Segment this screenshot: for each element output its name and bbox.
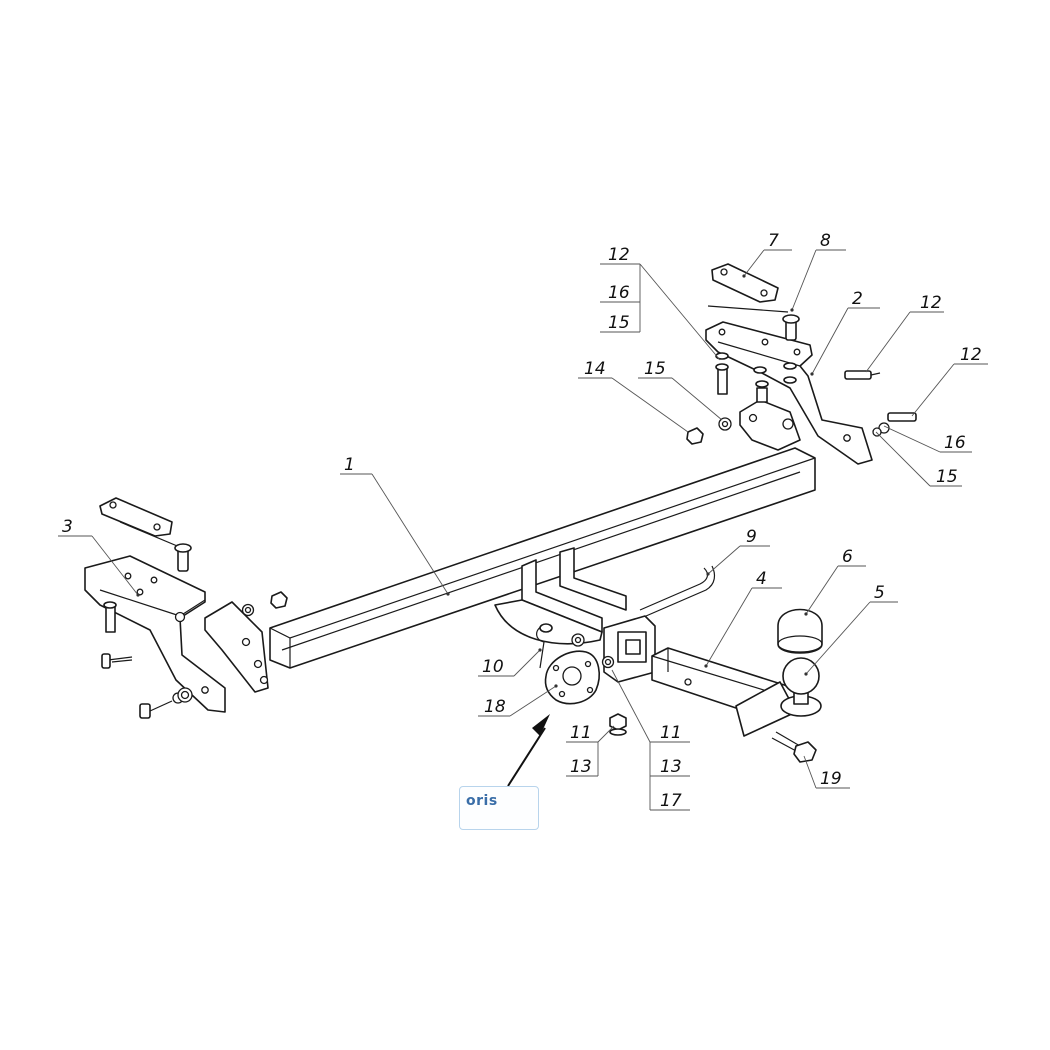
small-nut [609,713,627,736]
brand-logo-text: oris [466,793,498,809]
callout-12-right-low: 12 [960,345,982,365]
indicator-arrow [507,714,550,787]
callout-13-right: 13 [660,757,682,777]
callout-16-stack: 16 [608,283,630,303]
callout-18: 18 [484,697,506,717]
callout-12-stack: 12 [608,245,630,265]
callout-19: 19 [820,769,842,789]
hitch-pin [536,623,553,669]
crossbar [269,447,816,669]
callout-5: 5 [874,583,885,603]
callout-15-right: 15 [936,467,958,487]
callout-10: 10 [482,657,504,677]
leader-dots [136,274,814,688]
leader-lines [58,249,988,811]
socket-plate [544,650,615,705]
callout-15-stack: 15 [608,313,630,333]
callout-7: 7 [768,231,779,251]
center-receiver [494,547,656,683]
callout-6: 6 [842,547,853,567]
callout-12-right-top: 12 [920,293,942,313]
tow-ball [780,657,822,717]
tube-9 [639,565,716,617]
ball-mount-bar [651,647,801,737]
callout-14: 14 [584,359,606,379]
callout-2: 2 [852,289,863,309]
bolt-19 [771,731,817,763]
right-hardware [686,352,917,445]
right-bracket [705,321,873,465]
callout-labels: 1 2 3 4 5 6 7 8 9 10 11 11 12 12 12 13 1… [62,231,982,811]
callout-3: 3 [62,517,73,537]
ball-cover [777,608,823,654]
callout-16-right: 16 [944,433,966,453]
left-bracket [84,555,226,713]
right-strap-plate [707,263,800,341]
callout-15-mid: 15 [644,359,666,379]
callout-8: 8 [820,231,831,251]
brand-logo-box: oris [459,786,539,830]
callout-17: 17 [660,791,682,811]
callout-11-right: 11 [660,723,682,743]
left-nuts [241,591,288,617]
callout-11-left: 11 [570,723,592,743]
callout-4: 4 [756,569,767,589]
callout-13-left: 13 [570,757,592,777]
callout-9: 9 [746,527,757,547]
left-bolts [101,601,193,719]
callout-1: 1 [344,455,355,475]
left-end-flange [204,601,269,693]
left-strap-plate [99,497,192,572]
